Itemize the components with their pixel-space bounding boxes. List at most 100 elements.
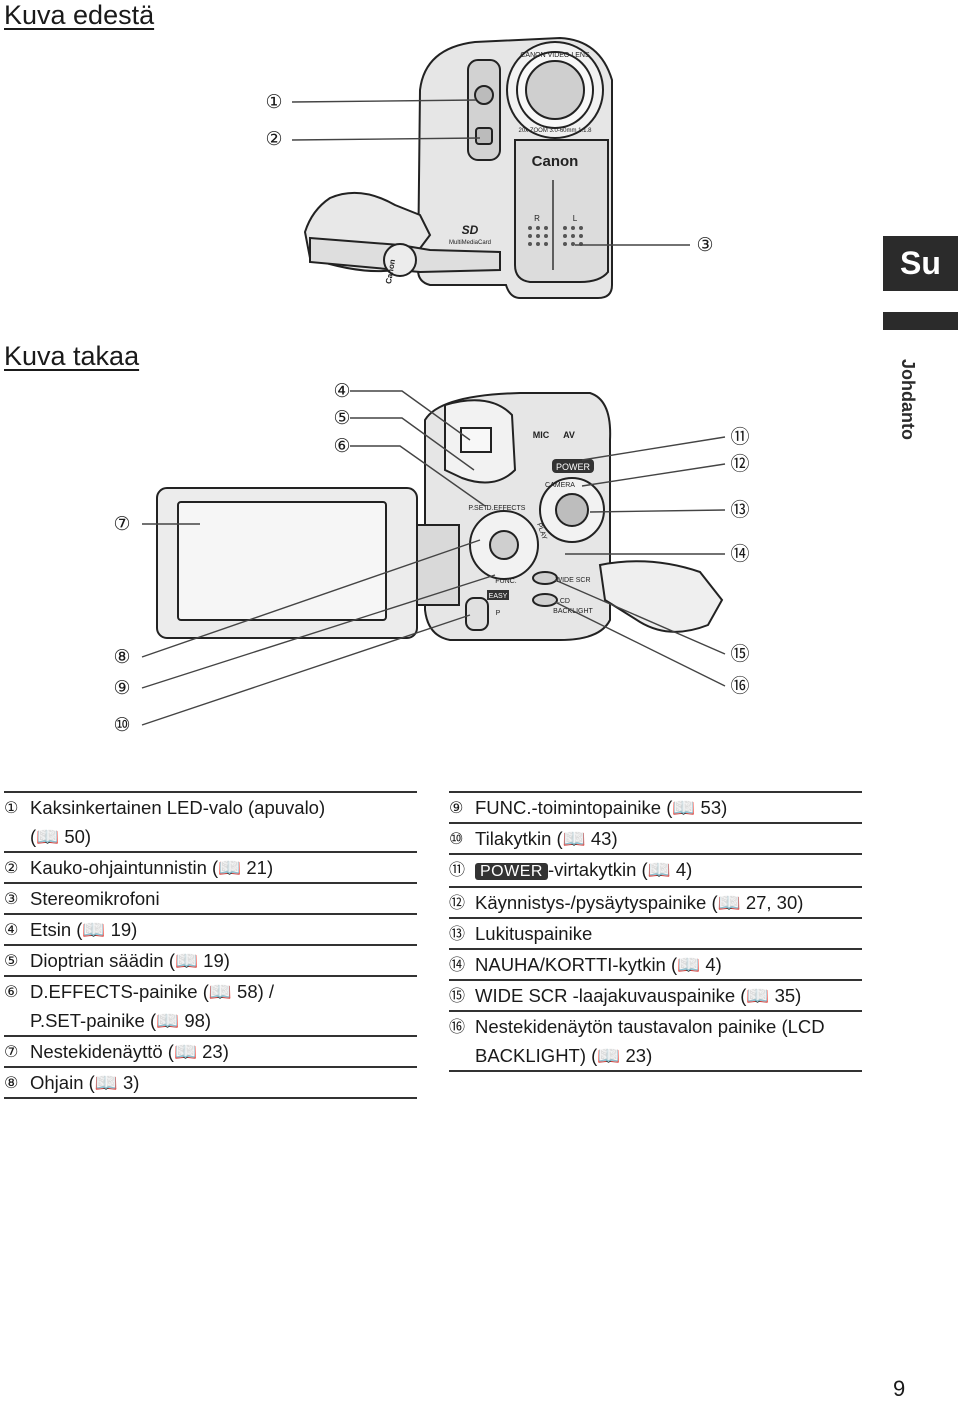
legend-item: ③ Stereomikrofoni	[4, 882, 417, 913]
legend-item: ② Kauko-ohjaintunnistin (📖 21)	[4, 851, 417, 882]
page-number: 9	[893, 1376, 906, 1401]
legend-line: Lukituspainike	[475, 923, 593, 944]
legend-right-column: ⑨ FUNC.-toimintopainike (📖 53) ⑩ Tilakytkin…	[449, 791, 862, 1072]
card-text: MultiMediaCard	[449, 240, 491, 246]
legend-left-column: ① Kaksinkertainen LED-valo (apuvalo)(📖 50…	[4, 791, 417, 1099]
legend-text: Tilakytkin (📖 43)	[475, 824, 862, 853]
rear-label-easy: EASY	[489, 593, 508, 600]
legend-line: WIDE SCR -laajakuvauspainike (📖 35)	[475, 985, 802, 1006]
legend-number: ⑤	[4, 951, 19, 970]
legend-line: Tilakytkin (📖 43)	[475, 828, 618, 849]
rear-label-p: P	[496, 610, 501, 617]
rear-label-effects: D.EFFECTS	[487, 505, 526, 512]
rear-callout-8: ⑧	[113, 646, 131, 668]
legend-item: ① Kaksinkertainen LED-valo (apuvalo)(📖 50…	[4, 791, 417, 851]
legend-line: Etsin (📖 19)	[30, 919, 138, 940]
front-camera-illustration: Canon CANON VIDEO LENS 20x ZOOM 3.0-60mm…	[291, 36, 690, 299]
legend-text: Nestekidenäytön taustavalon painike (LCD…	[475, 1012, 862, 1070]
legend-line: BACKLIGHT) (📖 23)	[475, 1045, 653, 1066]
legend-line: Kauko-ohjaintunnistin (📖 21)	[30, 857, 274, 878]
legend-text: Ohjain (📖 3)	[30, 1068, 417, 1097]
legend-text: Käynnistys-/pysäytyspainike (📖 27, 30)	[475, 888, 862, 917]
rear-callout-12: ⑫	[730, 453, 750, 475]
legend-item: ⑧ Ohjain (📖 3)	[4, 1066, 417, 1099]
legend-line: Kaksinkertainen LED-valo (apuvalo)	[30, 797, 326, 818]
legend-item: ⑥ D.EFFECTS-painike (📖 58) / P.SET-painike…	[4, 975, 417, 1035]
legend-item: ⑬ Lukituspainike	[449, 917, 862, 948]
rear-callout-16: ⑯	[730, 675, 750, 697]
legend-number: ③	[4, 889, 19, 908]
section-tab: Su	[883, 236, 958, 291]
legend-line: Käynnistys-/pysäytyspainike (📖 27, 30)	[475, 892, 804, 913]
mic-l-label: L	[573, 214, 578, 223]
rear-callout-10: ⑩	[113, 714, 131, 736]
legend-line: NAUHA/KORTTI-kytkin (📖 4)	[475, 954, 722, 975]
section-tab-bar	[883, 312, 958, 330]
legend-text: Dioptrian säädin (📖 19)	[30, 946, 417, 975]
lens-spec: 20x ZOOM 3.0-60mm 1:1.8	[518, 128, 592, 134]
rear-callout-5: ⑤	[333, 407, 351, 429]
legend-line: FUNC.-toimintopainike (📖 53)	[475, 797, 728, 818]
rear-label-av: AV	[563, 430, 575, 440]
legend-text: Etsin (📖 19)	[30, 915, 417, 944]
rear-callout-7: ⑦	[113, 513, 131, 535]
mic-r-label: R	[534, 214, 540, 223]
rear-camera-illustration: MIC AV POWER CAMERA PLAY P.SET D.EFFECTS…	[141, 390, 726, 726]
rear-label-func: FUNC.	[495, 578, 516, 585]
front-callout-1: ①	[265, 91, 283, 113]
rear-callout-15: ⑮	[730, 643, 750, 665]
legend-text: WIDE SCR -laajakuvauspainike (📖 35)	[475, 981, 862, 1010]
legend-number: ①	[4, 798, 19, 817]
rear-label-mic: MIC	[533, 430, 550, 440]
legend-text: Stereomikrofoni	[30, 884, 417, 913]
legend-number: ⑭	[449, 955, 466, 974]
legend-line: Ohjain (📖 3)	[30, 1072, 140, 1093]
legend-line: POWER-virtakytkin (📖 4)	[475, 855, 862, 886]
rear-label-pset: P.SET	[468, 505, 488, 512]
legend-text: POWER-virtakytkin (📖 4)	[475, 855, 862, 886]
rear-label-wide-scr: WIDE SCR	[556, 577, 591, 584]
front-callout-3: ③	[696, 234, 714, 256]
rear-label-camera: CAMERA	[545, 482, 575, 489]
legend-line: P.SET-painike (📖 98)	[30, 1010, 212, 1031]
legend-item: ⑭ NAUHA/KORTTI-kytkin (📖 4)	[449, 948, 862, 979]
legend-number: ⑬	[449, 924, 466, 943]
sd-logo: SD	[462, 223, 479, 237]
legend-text: Kaksinkertainen LED-valo (apuvalo)(📖 50)	[30, 793, 417, 851]
rear-label-lcd: LCD	[556, 598, 570, 605]
legend-number: ④	[4, 920, 19, 939]
legend-number: ⑧	[4, 1073, 19, 1092]
legend-text: FUNC.-toimintopainike (📖 53)	[475, 793, 862, 822]
legend-item: ⑤ Dioptrian säädin (📖 19)	[4, 944, 417, 975]
legend-line: Dioptrian säädin (📖 19)	[30, 950, 230, 971]
legend-text: D.EFFECTS-painike (📖 58) / P.SET-painike …	[30, 977, 417, 1035]
rear-callout-14: ⑭	[730, 543, 750, 565]
legend-number: ⑩	[449, 829, 464, 848]
legend-number: ⑯	[449, 1017, 466, 1036]
legend-item: ④ Etsin (📖 19)	[4, 913, 417, 944]
rear-callout-4: ④	[333, 380, 351, 402]
legend-text: Lukituspainike	[475, 919, 862, 948]
legend-number: ⑮	[449, 986, 466, 1005]
legend-item: ⑮ WIDE SCR -laajakuvauspainike (📖 35)	[449, 979, 862, 1010]
legend-text: NAUHA/KORTTI-kytkin (📖 4)	[475, 950, 862, 979]
legend-number: ⑨	[449, 798, 464, 817]
legend-text: Nestekidenäyttö (📖 23)	[30, 1037, 417, 1066]
front-callout-2: ②	[265, 128, 283, 150]
legend-item: ⑯ Nestekidenäytön taustavalon painike (LC…	[449, 1010, 862, 1072]
legend-line: D.EFFECTS-painike (📖 58) /	[30, 981, 275, 1002]
strap-brand: Canon	[384, 258, 397, 284]
rear-callout-11: ⑪	[730, 426, 750, 448]
rear-label-power: POWER	[556, 462, 591, 472]
legend-item: ⑨ FUNC.-toimintopainike (📖 53)	[449, 791, 862, 822]
legend-line: Nestekidenäytön taustavalon painike (LCD	[475, 1016, 825, 1037]
legend-line-text: -virtakytkin (📖 4)	[547, 859, 693, 880]
legend-number: ⑥	[4, 982, 19, 1001]
heading-rear-view: Kuva takaa	[4, 341, 140, 371]
legend-line: Stereomikrofoni	[30, 888, 160, 909]
rear-callout-6: ⑥	[333, 435, 351, 457]
legend-number: ②	[4, 858, 19, 877]
